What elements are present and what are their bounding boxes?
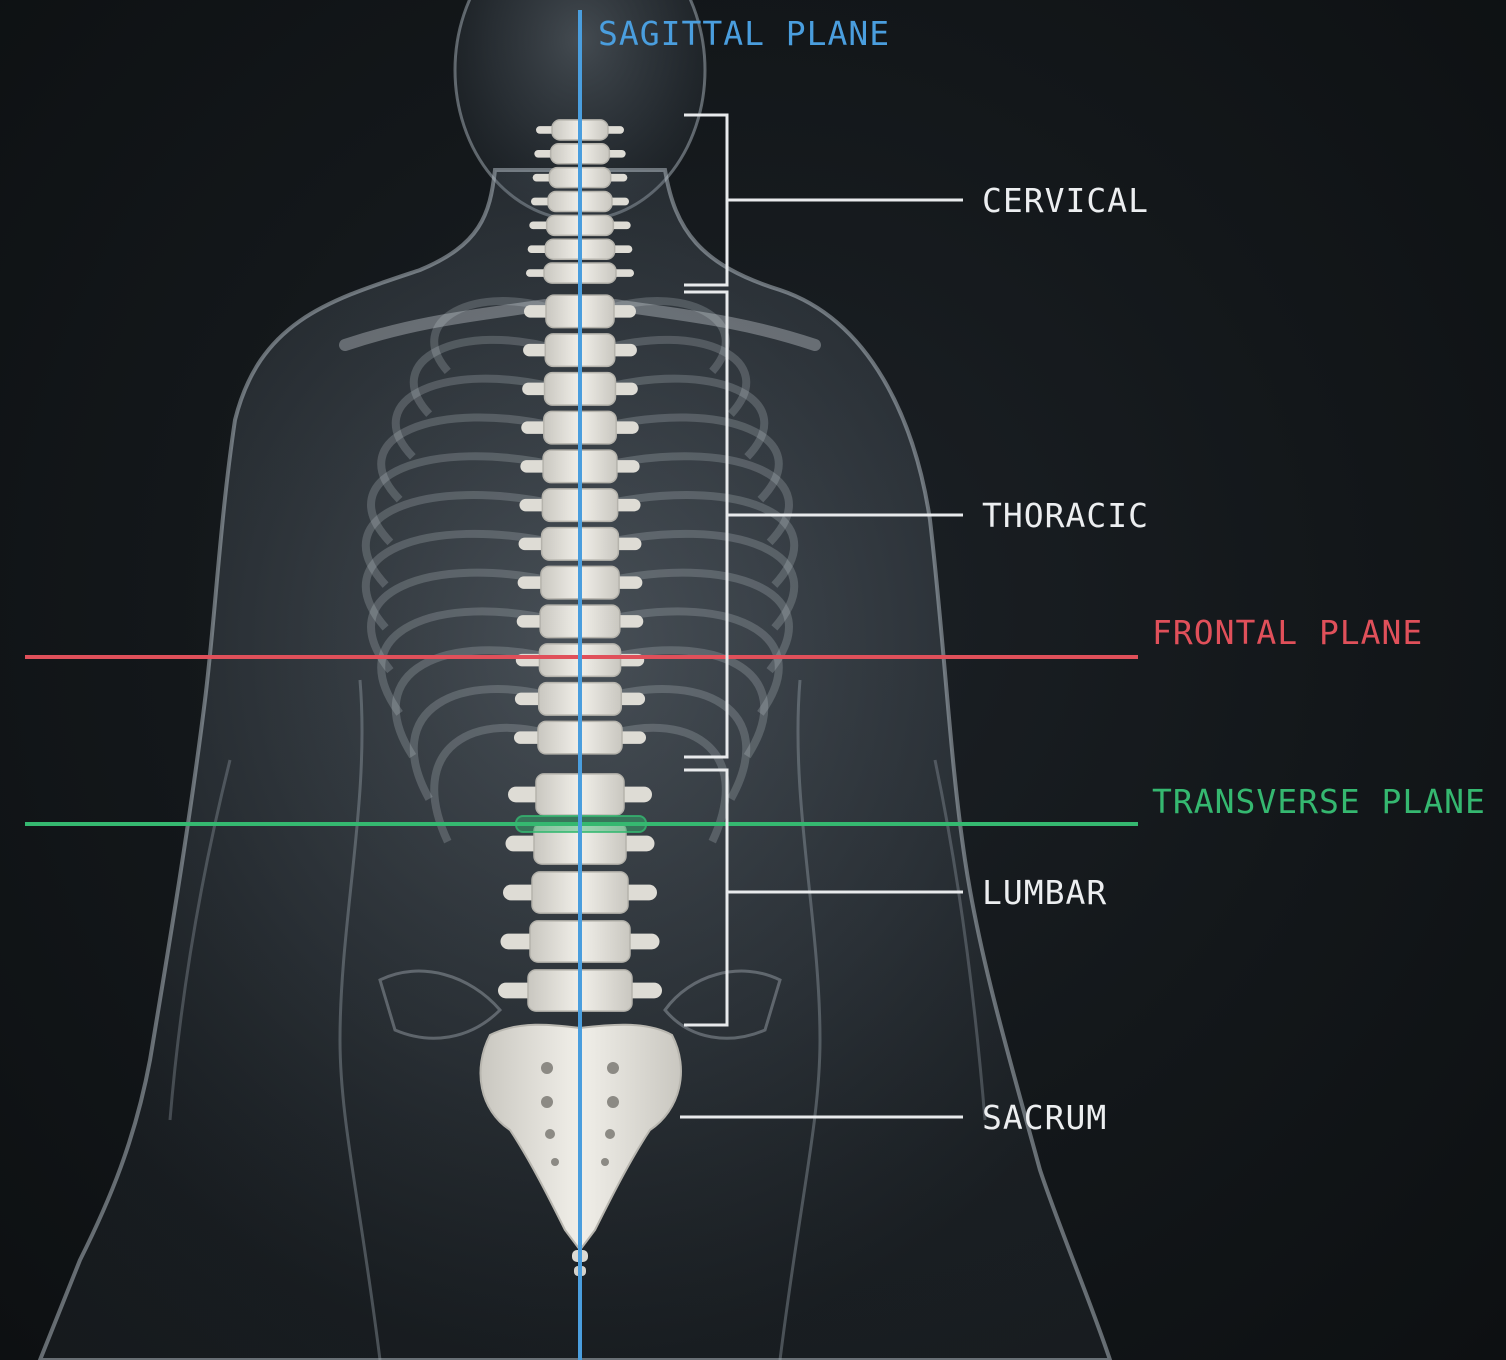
sacrum-label: SACRUM bbox=[982, 1101, 1107, 1134]
sagittal-plane-label: SAGITTAL PLANE bbox=[598, 17, 890, 50]
lumbar-label: LUMBAR bbox=[982, 876, 1107, 909]
thoracic-label: THORACIC bbox=[982, 499, 1149, 532]
transverse-plane-label: TRANSVERSE PLANE bbox=[1152, 785, 1486, 818]
cervical-label: CERVICAL bbox=[982, 184, 1149, 217]
frontal-plane-label: FRONTAL PLANE bbox=[1152, 616, 1423, 649]
